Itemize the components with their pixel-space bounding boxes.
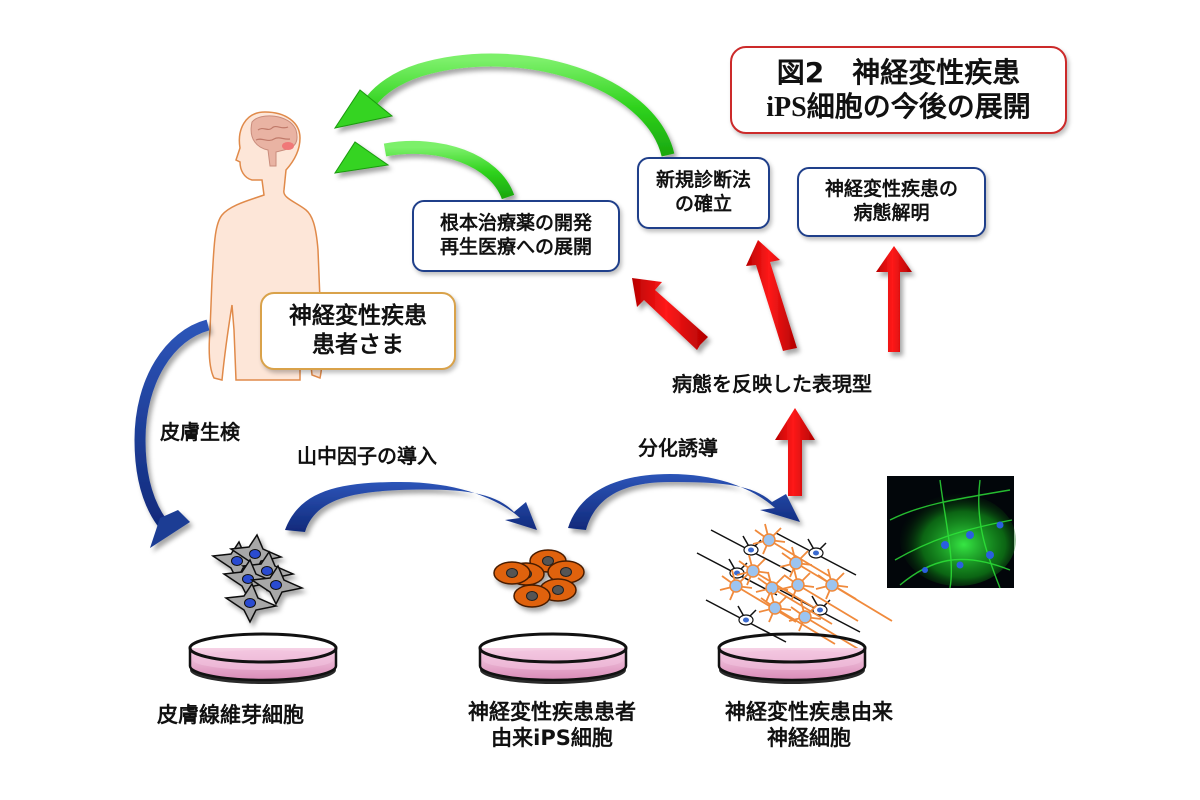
- figure-title-box: 図2 神経変性疾患 iPS細胞の今後の展開: [730, 46, 1067, 134]
- neuron-label-line2: 神経細胞: [767, 725, 851, 750]
- green-arrow-therapy-to-patient: [333, 140, 515, 200]
- petri-dish-fibroblast: [188, 632, 338, 686]
- ips-cell-label-line1: 神経変性疾患患者: [468, 700, 636, 724]
- ips-cells-icon: [493, 549, 585, 608]
- pathology-box-line1: 神経変性疾患の: [824, 178, 958, 201]
- blue-arrow-yamanaka: [285, 482, 537, 532]
- differentiation-label: 分化誘導: [638, 436, 718, 460]
- figure-title-line1: 図2 神経変性疾患: [776, 56, 1021, 89]
- fibroblast-label: 皮膚線維芽細胞: [157, 703, 304, 727]
- diagnosis-box: 新規診断法 の確立: [637, 157, 770, 229]
- biopsy-label: 皮膚生検: [160, 420, 240, 444]
- patient-box-line1: 神経変性疾患: [289, 303, 427, 330]
- therapy-box-line1: 根本治療薬の開発: [439, 212, 592, 235]
- patient-box: 神経変性疾患 患者さま: [260, 292, 456, 370]
- figure-title-line2: iPS細胞の今後の展開: [766, 92, 1031, 123]
- ips-cell-label-line2: 由来iPS細胞: [491, 725, 613, 750]
- neuron-label: 神経変性疾患由来 神経細胞: [700, 700, 918, 751]
- therapy-box-line2: 再生医療への展開: [439, 236, 592, 258]
- ips-cell-label: 神経変性疾患患者 由来iPS細胞: [438, 700, 666, 751]
- petri-dish-ips: [478, 632, 628, 686]
- therapy-box: 根本治療薬の開発 再生医療への展開: [412, 200, 620, 272]
- red-arrow-to-diagnosis: [746, 240, 797, 351]
- phenotype-label: 病態を反映した表現型: [672, 372, 872, 396]
- red-arrow-to-phenotype: [775, 408, 815, 496]
- blue-arrow-biopsy: [134, 319, 210, 548]
- pathology-box-line2: 病態解明: [853, 202, 930, 224]
- blue-arrow-differentiation: [568, 474, 800, 530]
- red-arrow-to-therapy: [632, 278, 708, 350]
- green-arrow-diagnosis-to-patient: [333, 53, 675, 157]
- diagnosis-box-line1: 新規診断法: [655, 169, 751, 192]
- pathology-box: 神経変性疾患の 病態解明: [797, 167, 986, 237]
- fibroblast-cells-icon: [212, 534, 303, 623]
- fluorescence-micrograph-image: [887, 476, 1016, 589]
- neuron-label-line1: 神経変性疾患由来: [725, 700, 893, 724]
- petri-dish-neuron: [717, 632, 867, 686]
- diagnosis-box-line2: の確立: [674, 193, 732, 215]
- red-arrow-to-pathology: [876, 246, 912, 352]
- patient-box-line2: 患者さま: [312, 332, 404, 358]
- yamanaka-factor-label: 山中因子の導入: [297, 444, 437, 468]
